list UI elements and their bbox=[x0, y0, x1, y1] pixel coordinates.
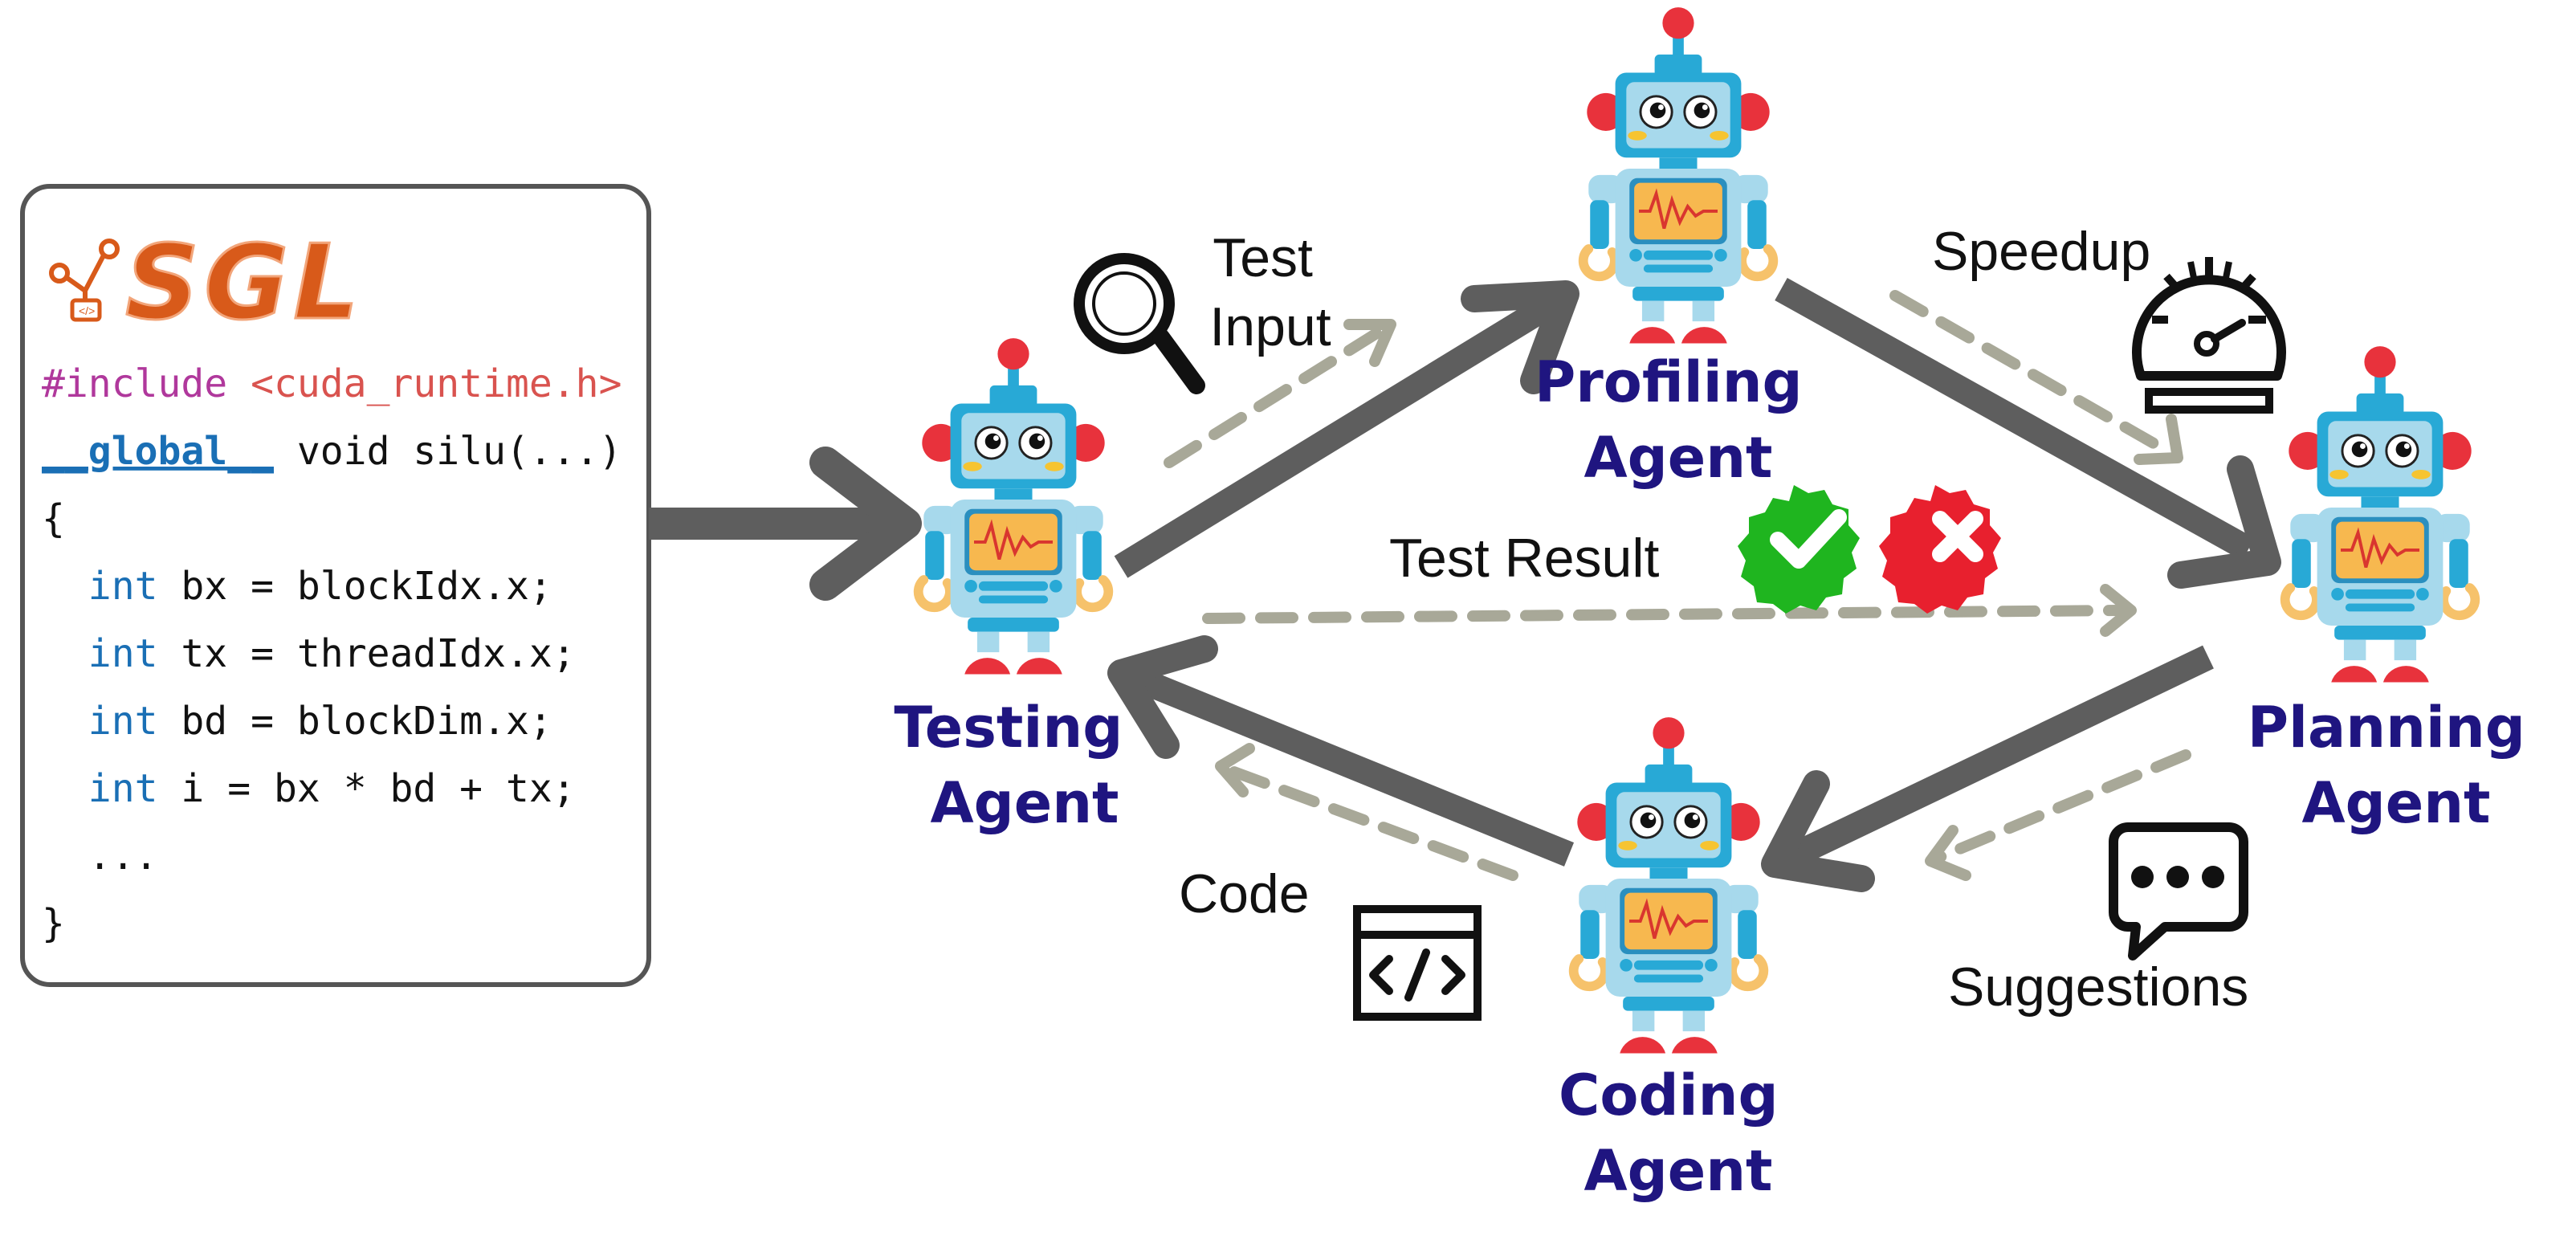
profiling-agent-label-line2: Agent bbox=[1584, 425, 1772, 491]
code-line-1-part-2: <cuda_runtime.h> bbox=[227, 361, 622, 406]
planning-agent-robot bbox=[2285, 346, 2476, 682]
testing-agent-label: Testing Agent bbox=[894, 695, 1142, 836]
profiling-agent-label: Profiling Agent bbox=[1535, 349, 1822, 491]
code-line-1-part-1: #include bbox=[42, 361, 227, 406]
code-panel: </> SGL #include <cuda_runtime.h> __globa… bbox=[20, 184, 651, 987]
code-line-2-part-1: __global__ bbox=[42, 429, 274, 474]
code-line-2-part-2: void silu(...) bbox=[274, 429, 622, 474]
code-line-3-part-1: { bbox=[42, 496, 65, 541]
code-line-8-part-1: ... bbox=[42, 834, 158, 879]
arrow-testing-to-profiling bbox=[1114, 291, 1562, 578]
test-input-label: Test Input bbox=[1209, 227, 1331, 357]
code-line-7-part-1: int bbox=[42, 766, 158, 811]
dashed-arrow-test-result bbox=[1202, 605, 2126, 624]
solid-arrows bbox=[649, 278, 2281, 892]
planning-agent-label-line2: Agent bbox=[2301, 770, 2490, 836]
speedup-label: Speedup bbox=[1932, 221, 2150, 282]
dashed-arrow-speedup bbox=[1889, 290, 2170, 455]
test-input-label-line2: Input bbox=[1209, 296, 1331, 357]
code-line-4-part-2: bx = blockIdx.x; bbox=[158, 564, 552, 609]
code-line-6-part-1: int bbox=[42, 699, 158, 744]
coding-agent-robot bbox=[1574, 717, 1764, 1053]
code-line-9-part-1: } bbox=[42, 901, 65, 946]
coding-agent-label: Coding Agent bbox=[1559, 1063, 1798, 1204]
code-window-icon bbox=[1353, 905, 1482, 1021]
testing-agent-robot bbox=[919, 338, 1109, 674]
dashed-arrow-suggestions bbox=[1933, 749, 2191, 863]
code-label: Code bbox=[1179, 863, 1310, 924]
cross-icon bbox=[1879, 485, 2001, 614]
svg-text:</>: </> bbox=[79, 304, 95, 317]
testing-agent-label-line1: Testing bbox=[894, 695, 1123, 761]
test-input-label-line1: Test bbox=[1213, 227, 1313, 288]
robot-icon bbox=[1574, 717, 1764, 1053]
dashed-arrow-test-input bbox=[1164, 327, 1384, 468]
robot-icon bbox=[1584, 7, 1774, 343]
planning-agent-label-line1: Planning bbox=[2248, 695, 2525, 761]
check-icon bbox=[1738, 485, 1860, 614]
planning-agent-label: Planning Agent bbox=[2248, 695, 2545, 836]
dashed-arrow-code bbox=[1226, 765, 1518, 881]
profiling-agent-robot bbox=[1584, 7, 1774, 343]
profiling-agent-label-line1: Profiling bbox=[1535, 349, 1803, 415]
arrow-profiling-to-planning bbox=[1775, 278, 2255, 561]
magnifier-icon bbox=[1074, 253, 1205, 394]
coding-agent-label-line2: Agent bbox=[1584, 1138, 1772, 1204]
robot-icon bbox=[2285, 346, 2476, 682]
arrow-planning-to-coding bbox=[1787, 645, 2214, 868]
chat-bubble-icon bbox=[2109, 822, 2248, 961]
code-line-7-part-2: i = bx * bd + tx; bbox=[158, 766, 576, 811]
coding-agent-label-line1: Coding bbox=[1559, 1063, 1779, 1128]
sgl-logo-icon: </> bbox=[49, 239, 120, 322]
robot-icon bbox=[919, 338, 1109, 674]
arrow-coding-to-testing bbox=[1133, 667, 1575, 867]
testing-agent-label-line2: Agent bbox=[930, 770, 1119, 836]
suggestions-label: Suggestions bbox=[1948, 957, 2248, 1018]
code-line-5-part-2: tx = threadIdx.x; bbox=[158, 631, 576, 676]
code-snippet: #include <cuda_runtime.h> __global__ void… bbox=[42, 361, 622, 946]
test-result-label: Test Result bbox=[1389, 528, 1659, 589]
speedometer-icon bbox=[2132, 257, 2286, 414]
code-line-6-part-2: bd = blockDim.x; bbox=[158, 699, 552, 744]
dashed-arrows bbox=[1164, 290, 2191, 881]
code-line-5-part-1: int bbox=[42, 631, 158, 676]
logo-text: SGL bbox=[125, 223, 364, 343]
code-line-4-part-1: int bbox=[42, 564, 158, 609]
